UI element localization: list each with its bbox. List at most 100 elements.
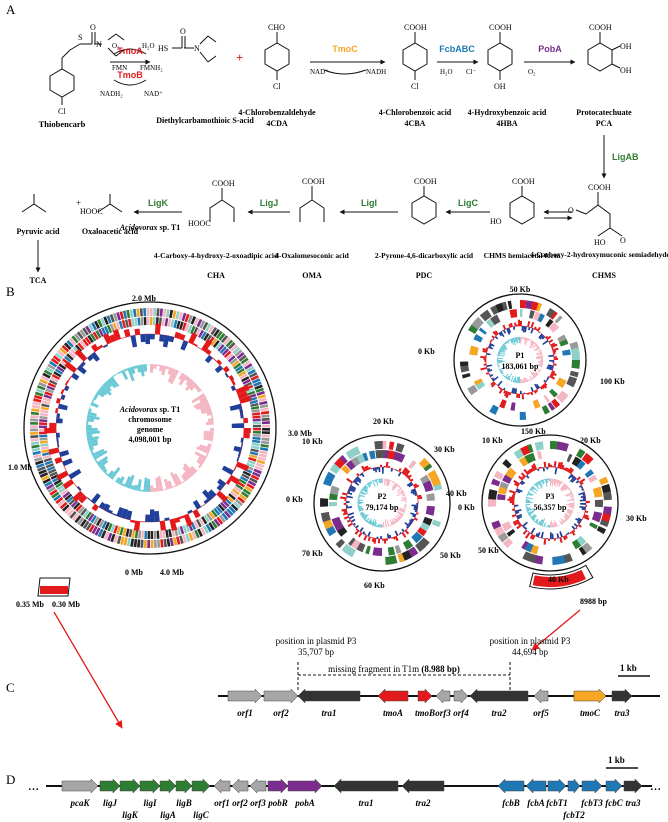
p1-map-gc-content	[503, 387, 506, 391]
p1-map-gc-skew	[500, 346, 507, 351]
p2-map-gc-skew	[374, 522, 377, 527]
pca-structure	[587, 32, 621, 72]
region-035mb: 0.35 Mb	[16, 600, 45, 609]
p1-map-gc-skew	[524, 337, 526, 341]
p1-map-gc-skew	[520, 378, 522, 384]
chromosome-map-gc-content	[228, 374, 235, 381]
chromosome-map-cds-segment	[62, 504, 70, 512]
p3-map-gc-skew	[569, 505, 575, 507]
chromosome-map-cds-segment	[30, 421, 39, 425]
chromosome-map-cds-segment	[206, 513, 213, 522]
p1-map-gc-skew	[506, 375, 510, 380]
gene-fcbT3	[581, 778, 603, 794]
p2-map-gc-content	[343, 503, 347, 506]
p1-map-gc-content	[494, 330, 499, 335]
p1-map-gc-content	[488, 344, 492, 348]
p1-map-gc-content	[508, 392, 512, 396]
cofactor-o2: O₂	[112, 42, 120, 50]
p2-map-cds-segment	[320, 511, 331, 523]
p1-map-cds-segment	[528, 310, 535, 319]
p3-fragment-size: 8988 bp	[580, 597, 607, 606]
compound-oxaloacetic: Oxaloacetic acid	[82, 227, 139, 236]
oma-cooh: COOH	[302, 177, 325, 186]
p3-map-cds-segment	[602, 506, 612, 516]
enzyme-ligj: LigJ	[260, 198, 279, 208]
p1-map-gc-skew	[530, 340, 534, 345]
p2-map-cds-segment	[431, 519, 441, 528]
p3-map-gc-skew	[553, 479, 557, 485]
p1-map-gc-content	[491, 377, 495, 380]
p3-map-gc-skew	[560, 518, 565, 524]
gene-label-pobA: pobA	[294, 798, 315, 808]
chromosome-map-cds-segment	[143, 539, 147, 548]
p3-map-gc-skew	[564, 512, 571, 518]
chromosome-map-cds-segment	[259, 400, 268, 406]
p3-map-gc-content	[561, 464, 565, 470]
p2-map-gc-skew	[357, 506, 363, 509]
p3-map-gc-skew	[557, 525, 559, 527]
chromosome-map-gc-skew	[133, 365, 138, 370]
chromosome-map-cds-segment	[230, 490, 238, 498]
chromosome-map-cds-segment	[30, 411, 40, 416]
enzyme-poba: PobA	[538, 44, 562, 54]
chromosome-map-cds-segment	[202, 321, 209, 331]
p2-map-gc-skew	[370, 518, 375, 526]
arrow-o2-tmoa	[113, 48, 147, 55]
p1-map-cds-segment	[548, 322, 560, 333]
gene-label-ligK: ligK	[122, 810, 139, 820]
chromosome-map-gc-skew	[153, 364, 157, 369]
p2-map-gc-content	[383, 538, 387, 544]
chromosome-map-gc-skew	[178, 371, 182, 373]
p3-tick-30: 30 Kb	[626, 514, 647, 523]
p1-map-gc-skew	[504, 342, 507, 345]
gene-label-tmoB: tmoB	[415, 708, 435, 718]
chromosome-map-gc-content	[174, 517, 181, 523]
p2-tick-10: 10 Kb	[302, 437, 323, 446]
chromosome-map-cds-segment	[193, 317, 200, 326]
chromosome-map-gc-content	[109, 334, 117, 343]
p3-map-gc-skew	[538, 480, 543, 488]
chromosome-map-cds-segment	[193, 520, 199, 529]
chromosome-map-cds-segment	[131, 318, 135, 327]
chromosome-map-gc-skew	[170, 369, 180, 385]
chromosome-map-cds-segment	[252, 424, 261, 428]
p1-map-cds-segment	[549, 388, 558, 398]
chromosome-map-gc-skew	[86, 414, 100, 420]
p1-map-gc-content	[503, 329, 507, 334]
p1-map-gc-skew	[497, 365, 501, 368]
chromosome-map-cds-segment	[134, 530, 139, 539]
p3-map-gc-content	[546, 538, 549, 539]
chromosome-map-gc-content	[179, 333, 186, 341]
chromosome-map-gc-skew	[140, 489, 144, 492]
p3-map-gc-skew	[559, 524, 562, 526]
chromosome-map-cds-segment	[43, 394, 52, 399]
p2-map-gc-content	[354, 478, 358, 483]
p3-map-gc-skew	[533, 483, 536, 486]
chromosome-map-gc-content	[154, 510, 160, 522]
p1-map-gc-skew	[499, 347, 505, 351]
p2-map-cds-segment	[411, 531, 423, 544]
gene-label-pcaK: pcaK	[70, 798, 91, 808]
p1-map-gc-skew	[503, 375, 506, 378]
chromosome-map-cds-segment	[181, 312, 187, 322]
chromosome-region-box	[37, 577, 71, 597]
p1-map-gc-skew	[522, 337, 524, 339]
p3-map-gc-content	[557, 462, 561, 469]
p1-map-gc-content	[512, 388, 516, 394]
p2-map-cds-segment	[420, 522, 430, 532]
gene-orf2	[263, 688, 299, 704]
p2-map-gc-skew	[386, 479, 390, 487]
p1-map-gc-skew	[498, 367, 499, 369]
chromosome-map-cds-segment	[246, 483, 255, 490]
chromosome-map-gc-skew	[196, 387, 202, 393]
p3-map-gc-skew	[530, 487, 534, 491]
p2-map-cds-segment	[387, 546, 396, 556]
pos-right-line2: 44,694 bp	[512, 647, 549, 657]
chromosome-map-gc-skew	[109, 467, 121, 480]
p3-map-cds-segment	[550, 441, 560, 450]
chromosome-map-cds-segment	[59, 501, 68, 510]
chromosome-map-cds-segment	[116, 312, 121, 321]
chromosome-map-cds-segment	[42, 477, 51, 485]
p1-map-gc-skew	[532, 371, 538, 377]
chromosome-map-gc-skew	[107, 378, 117, 389]
